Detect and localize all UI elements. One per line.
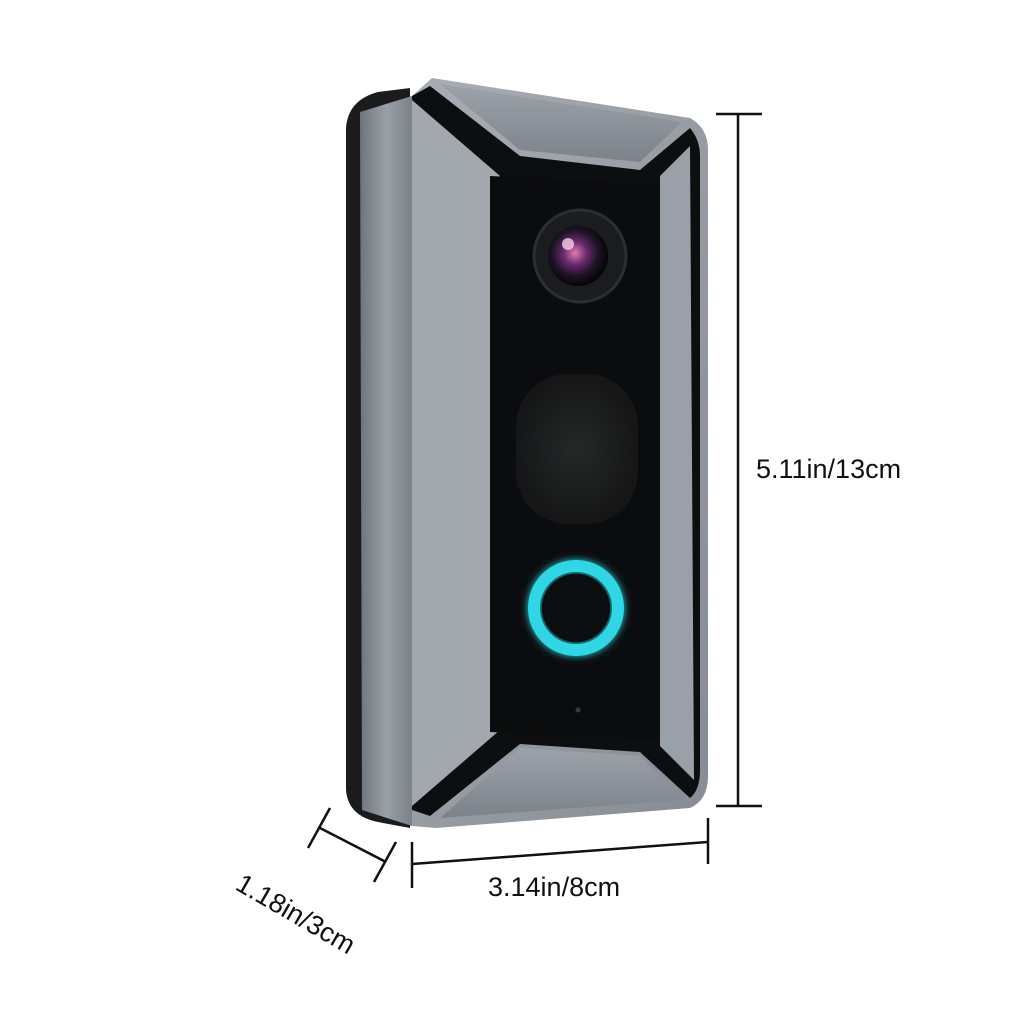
width-dimension-line [410, 818, 710, 888]
depth-dimension-line [306, 807, 398, 883]
microphone-hole [575, 707, 581, 713]
lens-highlight [562, 238, 574, 250]
doorbell-left-wedge [412, 100, 500, 806]
doorbell-side-edge [360, 96, 412, 826]
doorbell-bottom-cap [440, 748, 684, 818]
ring-button-center [542, 574, 610, 642]
motion-sensor-window [516, 374, 638, 524]
height-dimension-label: 5.11in/13cm [756, 454, 902, 484]
height-dimension-line [716, 112, 762, 808]
doorbell-ring-button [528, 560, 624, 656]
camera-lens-icon [548, 226, 608, 286]
width-dimension-label: 3.14in/8cm [488, 872, 621, 902]
doorbell-right-strip [660, 146, 694, 780]
doorbell-top-cap [440, 84, 682, 162]
